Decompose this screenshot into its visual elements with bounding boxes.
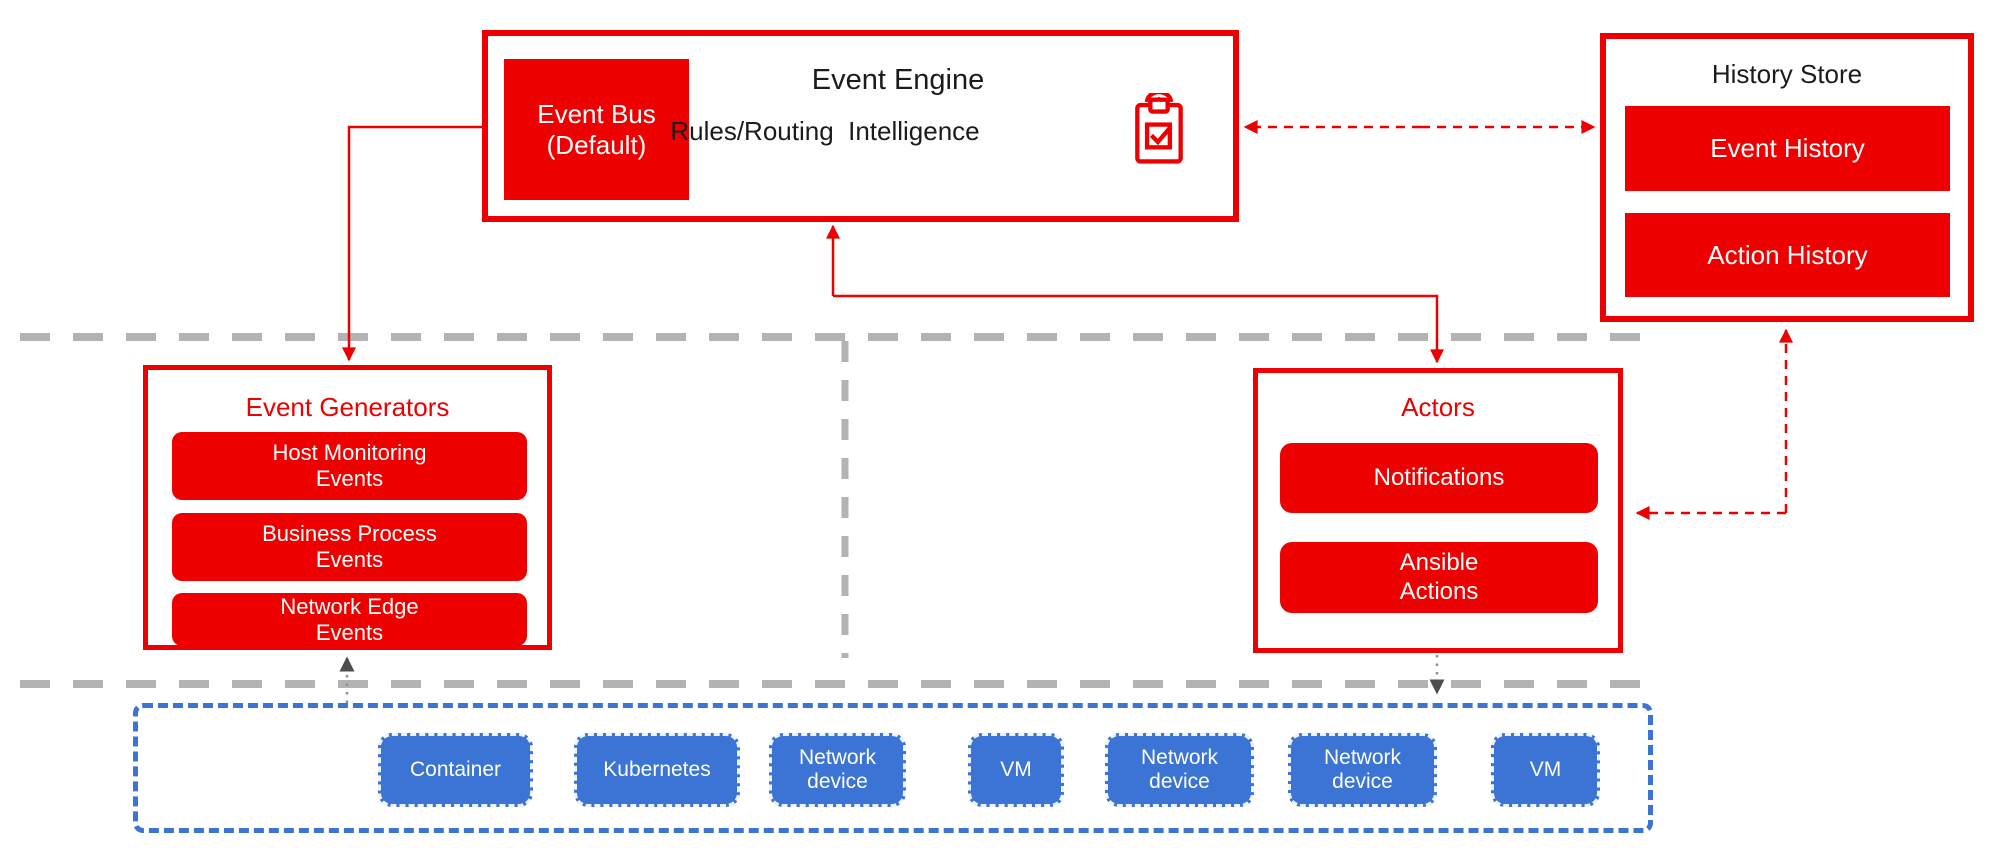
event-bus-box: Event Bus (Default)	[504, 59, 689, 200]
infra-chip-container: Container	[378, 733, 533, 807]
action-history-box: Action History	[1625, 213, 1950, 297]
infra-chip-vm-2: VM	[1491, 733, 1600, 807]
infra-chip-vm-1: VM	[968, 733, 1064, 807]
infra-chip-network-device-3: Network device	[1288, 733, 1437, 807]
event-engine-box: Event Bus (Default) Event Engine Rules/R…	[482, 30, 1239, 222]
event-bus-label-line2: (Default)	[546, 129, 647, 160]
history-store-box: History Store Event History Action Histo…	[1600, 33, 1974, 322]
infrastructure-zone: Container Kubernetes Network device VM N…	[133, 703, 1653, 833]
event-bus-label-line1: Event Bus	[537, 98, 656, 129]
action-history-label: Action History	[1707, 239, 1868, 270]
network-edge-events-box: Network Edge Events	[172, 593, 527, 646]
arrow-to-actors	[833, 294, 1444, 364]
ansible-actions-label-line1: Ansible	[1399, 549, 1479, 577]
network-edge-events-label-line1: Network Edge	[280, 593, 419, 619]
business-process-events-box: Business Process Events	[172, 513, 527, 581]
event-history-label: Event History	[1710, 133, 1865, 164]
event-generators-title: Event Generators	[245, 392, 450, 422]
clipboard-check-icon	[1135, 93, 1183, 164]
event-engine-subtitle: Rules/Routing Intelligence	[670, 116, 980, 146]
infra-chip-network-device-2: Network device	[1105, 733, 1254, 807]
actors-title: Actors	[1401, 392, 1475, 422]
history-store-title: History Store	[1711, 59, 1863, 89]
notifications-label: Notifications	[1373, 463, 1505, 491]
event-history-box: Event History	[1625, 106, 1950, 191]
infra-chip-kubernetes: Kubernetes	[574, 733, 740, 807]
actors-box: Actors Notifications Ansible Actions	[1253, 368, 1623, 653]
arrow-eventbus-to-generators	[342, 125, 482, 362]
event-engine-title: Event Engine	[811, 64, 985, 96]
business-process-events-label-line1: Business Process	[262, 521, 437, 547]
ansible-actions-label-line2: Actions	[1399, 577, 1479, 605]
host-monitoring-events-label-line2: Events	[315, 466, 384, 491]
ansible-actions-box: Ansible Actions	[1280, 542, 1598, 613]
event-generators-box: Event Generators Host Monitoring Events …	[143, 365, 552, 650]
network-edge-events-label-line2: Events	[315, 619, 384, 645]
notifications-box: Notifications	[1280, 443, 1598, 513]
host-monitoring-events-box: Host Monitoring Events	[172, 432, 527, 500]
business-process-events-label-line2: Events	[315, 547, 384, 572]
infra-chip-network-device-1: Network device	[769, 733, 906, 807]
host-monitoring-events-label-line1: Host Monitoring	[272, 440, 427, 466]
